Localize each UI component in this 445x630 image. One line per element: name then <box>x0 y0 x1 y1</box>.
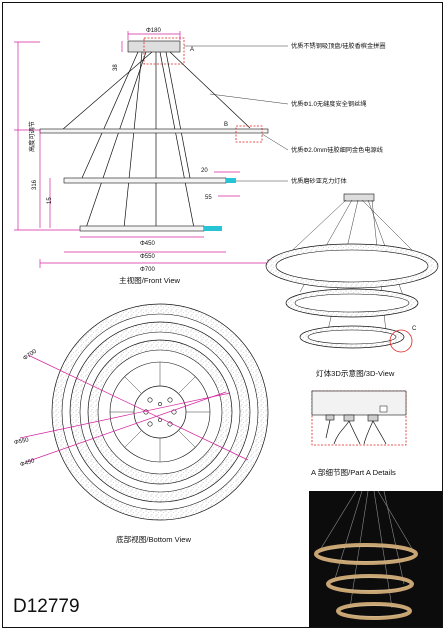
dim-20: 20 <box>201 168 208 174</box>
marker-a: A <box>190 47 194 53</box>
ring-450-highlight <box>204 226 222 231</box>
dim-canopy-height: 38 <box>113 64 119 71</box>
photo-ring-bottom <box>336 602 412 620</box>
photo-ring-top <box>314 543 418 565</box>
ring-550 <box>63 177 227 184</box>
dim-bottom-450: Φ450 <box>19 458 36 468</box>
three-d-view: C 灯体3D示意图/3D-View <box>265 193 439 378</box>
marker-c: C <box>412 326 417 332</box>
dim-d550: Φ550 <box>140 254 155 260</box>
suspension-cables <box>61 51 251 229</box>
canopy <box>127 40 181 53</box>
front-view: Φ180 38 高度可调节 316 15 20 55 Φ450 Φ550 Φ70… <box>14 28 386 285</box>
ring-700 <box>39 128 269 134</box>
model-number: D12779 <box>13 596 80 617</box>
3d-canopy <box>343 193 375 202</box>
3d-callout-c <box>389 329 413 353</box>
annotation-acrylic-body: 优质磨砂亚克力灯体 <box>291 177 347 185</box>
3d-view-caption: 灯体3D示意图/3D-View <box>316 368 395 378</box>
dim-canopy: Φ180 <box>146 28 161 34</box>
bottom-view-caption: 底部视图/Bottom View <box>116 534 191 544</box>
dim-15: 15 <box>47 197 53 204</box>
dim-adjustable-height: 高度可调节 <box>28 121 36 152</box>
photo-ring-middle <box>326 574 414 594</box>
part-a-canopy <box>311 390 407 416</box>
dim-bottom-550: Φ550 <box>14 437 30 446</box>
product-photo <box>309 490 442 627</box>
ring-450 <box>79 225 205 232</box>
annotation-power-wire: 优质Φ2.0mm硅胶细同金色电源线 <box>291 146 383 154</box>
ring-700-detail-b <box>235 125 263 143</box>
dim-316: 316 <box>32 179 38 190</box>
part-a-caption: A 部细节图/Part A Details <box>311 467 396 477</box>
dim-55: 55 <box>205 195 212 201</box>
bottom-view: Φ700 Φ550 Φ450 底部视图/Bottom View <box>14 303 269 544</box>
front-view-caption: 主视图/Front View <box>119 275 181 285</box>
dim-d450: Φ450 <box>140 241 155 247</box>
canopy-callout-box-a <box>143 37 185 65</box>
annotation-cable: 优质Φ1.0无缝度安全钢丝绳 <box>291 100 366 108</box>
marker-b: B <box>224 122 228 128</box>
ring-550-highlight <box>226 178 236 183</box>
dim-bottom-700: Φ700 <box>22 348 38 362</box>
part-a-detail: A 部细节图/Part A Details <box>311 390 407 477</box>
dim-d700: Φ700 <box>140 267 155 273</box>
part-a-connectors <box>325 414 379 422</box>
annotation-canopy: 优质不锈钢吸顶盘/硅胶香槟金拼圈 <box>291 42 386 50</box>
